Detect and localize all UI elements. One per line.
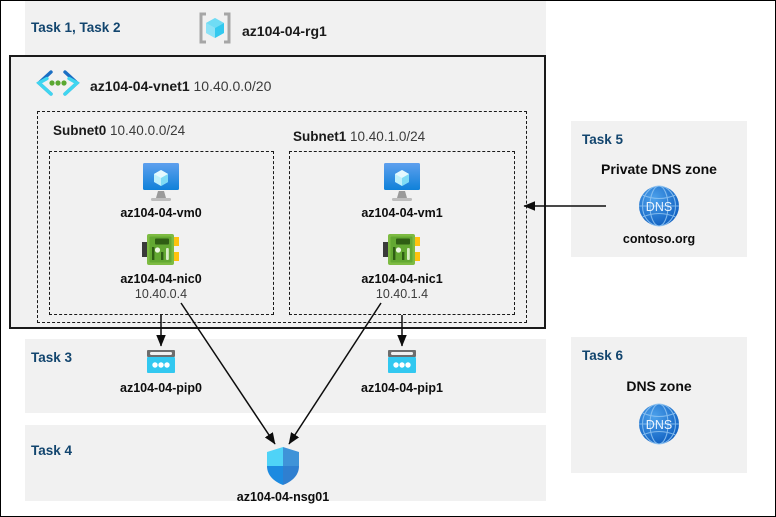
vm-0-node[interactable]: az104-04-vm0: [101, 161, 221, 220]
public-ip-icon: [101, 348, 221, 378]
resource-group-icon: [197, 11, 233, 50]
resource-group-header: az104-04-rg1: [197, 11, 327, 50]
dns-zone-heading: DNS zone: [626, 378, 692, 394]
network-interface-icon: [342, 231, 462, 269]
private-dns-zone-name: contoso.org: [622, 232, 696, 246]
virtual-network-icon: [35, 69, 81, 102]
nic-0-node[interactable]: az104-04-nic0 10.40.0.4: [101, 231, 221, 301]
nic-1-node[interactable]: az104-04-nic1 10.40.1.4: [342, 231, 462, 301]
svg-text:DNS: DNS: [646, 418, 672, 432]
dns-globe-icon: DNS: [599, 183, 719, 229]
shield-icon: [223, 445, 343, 487]
task-label-4: Task 4: [31, 443, 73, 458]
public-ip-icon: [342, 348, 462, 378]
virtual-network-header: az104-04-vnet1 10.40.0.0/20: [35, 69, 271, 102]
subnet-0-box: [49, 151, 274, 315]
resource-group-panel: [25, 1, 546, 55]
nsg-node[interactable]: az104-04-nsg01: [223, 445, 343, 504]
virtual-network-panel: [9, 55, 546, 329]
subnets-container: [37, 111, 527, 323]
private-dns-zone-node[interactable]: DNS contoso.org: [599, 183, 719, 246]
virtual-network-name: az104-04-vnet1 10.40.0.0/20: [90, 77, 272, 94]
svg-text:DNS: DNS: [646, 200, 672, 214]
dns-globe-icon: DNS: [599, 401, 719, 447]
network-interface-icon: [101, 231, 221, 269]
vm-0-label: az104-04-vm0: [120, 206, 202, 220]
nic-1-ip: 10.40.1.4: [375, 287, 429, 301]
virtual-machine-icon: [342, 161, 462, 203]
task-label-6: Task 6: [582, 348, 624, 363]
subnet-1-title: Subnet1 10.40.1.0/24: [293, 129, 426, 144]
nic-0-label: az104-04-nic0: [120, 272, 202, 286]
pip-0-label: az104-04-pip0: [120, 381, 202, 395]
resource-group-name: az104-04-rg1: [242, 22, 327, 39]
vm-1-node[interactable]: az104-04-vm1: [342, 161, 462, 220]
public-ip-panel: [25, 339, 546, 413]
nic-1-label: az104-04-nic1: [361, 272, 443, 286]
task-label-3: Task 3: [31, 350, 73, 365]
pip-1-node[interactable]: az104-04-pip1: [342, 348, 462, 395]
task-label-5: Task 5: [582, 132, 624, 147]
dns-zone-node[interactable]: DNS: [599, 401, 719, 450]
subnet-0-title: Subnet0 10.40.0.0/24: [53, 123, 186, 138]
vm-1-label: az104-04-vm1: [361, 206, 443, 220]
private-dns-zone-heading: Private DNS zone: [601, 161, 717, 177]
nsg-label: az104-04-nsg01: [236, 490, 330, 504]
task-label-1-2: Task 1, Task 2: [31, 20, 121, 35]
pip-0-node[interactable]: az104-04-pip0: [101, 348, 221, 395]
nic-0-ip: 10.40.0.4: [134, 287, 188, 301]
pip-1-label: az104-04-pip1: [361, 381, 443, 395]
subnet-1-box: [289, 151, 515, 315]
virtual-machine-icon: [101, 161, 221, 203]
